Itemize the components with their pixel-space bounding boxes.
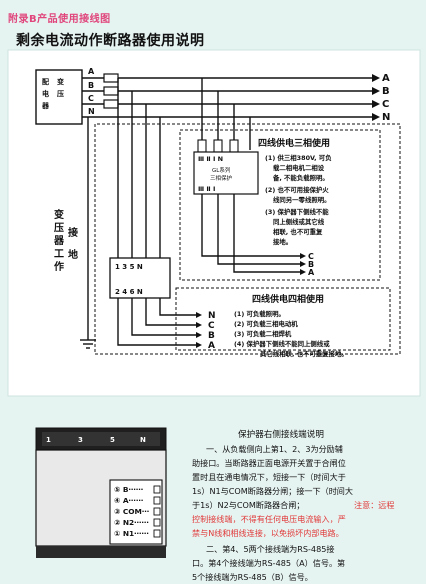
three-phase-note-3: 备, 不能负载照明。	[272, 173, 329, 182]
ground-char-1: 接	[68, 226, 78, 239]
phase-left-c: C	[88, 94, 94, 103]
three-phase-output-arrows	[300, 253, 306, 275]
desc-line-3: 置时且在通电情况下，短接一下（时间大于	[192, 472, 346, 482]
breaker-bottom-terminals: 2 4 6 N	[115, 288, 143, 296]
desc-title: 保护器右侧接线端说明	[238, 428, 324, 440]
three-phase-note-6: (3) 保护器下侧线不能	[265, 207, 329, 216]
phase-right-b: B	[382, 86, 390, 97]
four-wire-out-c: C	[208, 321, 215, 331]
three-phase-note-9: 接地。	[273, 237, 292, 246]
three-phase-module	[193, 151, 259, 195]
phase-right-a: A	[382, 73, 390, 84]
desc-line-6: 二、第4、5两个接线端为RS-485接	[206, 544, 334, 554]
desc-warning-lead: 注意：远程	[354, 500, 394, 510]
breaker-drops	[117, 78, 161, 260]
desc-line-7: 口。第4个接线端为RS-485（A）信号。第	[192, 558, 345, 568]
breaker-box	[109, 257, 171, 299]
transformer-char-4: 电	[42, 89, 49, 98]
transformer-char-5: 器	[41, 101, 50, 110]
terminal-5-label: ⑤ B⋯⋯	[114, 485, 143, 494]
desc-line-4: 1s）N1与COM断路器分闸；接一下（时间大	[192, 486, 353, 496]
device-number-n: N	[140, 436, 146, 444]
module-series: GL系列	[212, 166, 231, 174]
module-top-terminals: Ⅲ Ⅱ Ⅰ N	[198, 155, 223, 163]
breaker-top-terminals: 1 3 5 N	[115, 263, 143, 271]
desc-line-2: 助接口。当断路器正面电源开关置于合闸位	[192, 458, 346, 468]
four-wire-output-arrows	[196, 312, 202, 348]
phase-left-n: N	[88, 107, 95, 116]
terminal-4-label: ④ A⋯⋯	[114, 496, 143, 505]
four-wire-note-3: (3) 可负载二相焊机	[234, 329, 292, 338]
three-phase-note-5: 线同另一零线照明。	[273, 195, 331, 204]
transformer-char-2: 变	[57, 77, 64, 86]
module-type: 三相保护	[210, 174, 233, 182]
three-phase-note-8: 相联, 也不可重复	[273, 227, 323, 236]
main-bus	[82, 77, 372, 118]
three-phase-note-7: 同上侧线或其它线	[273, 217, 325, 226]
four-wire-out-a: A	[208, 341, 215, 351]
device-number-1: 1	[46, 436, 51, 444]
three-phase-out-c: C	[308, 252, 314, 261]
terminal-3-label: ③ COM⋯	[114, 507, 149, 516]
three-phase-output-lines	[201, 194, 300, 273]
terminal-1-label: ① N1⋯⋯	[114, 529, 149, 538]
desc-line-8: 5个接线端为RS-485（B）信号。	[192, 572, 313, 582]
dashed-frames	[94, 123, 401, 355]
transformer-box	[35, 69, 83, 125]
module-bottom-terminals: Ⅲ Ⅱ Ⅰ	[198, 185, 215, 193]
phase-right-c: C	[382, 99, 389, 110]
phase-left-a: A	[88, 67, 95, 76]
four-wire-note-1: (1) 可负载照明。	[234, 309, 285, 318]
four-wire-out-b: B	[208, 331, 215, 341]
breaker-device	[35, 427, 167, 558]
four-wire-note-2: (2) 可负载三相电动机	[234, 319, 298, 328]
three-phase-note-1: (1) 供三相380V, 可负	[265, 153, 332, 162]
three-phase-title: 四线供电三相使用	[258, 137, 330, 149]
fuses	[103, 73, 119, 109]
left-label-char-3: 器	[53, 235, 65, 247]
four-wire-note-5: 其它线相联, 也不可重复接地。	[260, 349, 348, 358]
three-phase-out-a: A	[308, 268, 315, 277]
desc-body: 一、从负载侧向上第1、2、3为分励辅 助接口。当断路器正面电源开关置于合闸位 置…	[192, 444, 394, 582]
four-wire-note-4: (4) 保护器下侧线不能同上侧线或	[234, 339, 330, 348]
three-phase-out-b: B	[308, 260, 314, 269]
three-phase-note-2: 载二相电机二相设	[273, 163, 325, 172]
appendix-header: 附录B产品使用接线图	[8, 14, 111, 25]
device-terminal-labels: ⑤ B⋯⋯ ④ A⋯⋯ ③ COM⋯ ② N2⋯⋯ ① N1⋯⋯	[114, 485, 149, 538]
page-title: 剩余电流动作断路器使用说明	[16, 33, 205, 49]
bus-arrows	[372, 74, 380, 121]
four-wire-title: 四线供电四相使用	[252, 293, 324, 305]
left-label-char-4: 工	[54, 249, 64, 260]
phase-right-n: N	[382, 112, 390, 123]
desc-line-1: 一、从负载侧向上第1、2、3为分励辅	[206, 444, 343, 454]
desc-line-5: 于1s）N2与COM断路器合闸；	[192, 500, 304, 510]
ground-symbol	[80, 117, 96, 349]
transformer-char-1: 配	[42, 77, 49, 86]
three-phase-note-4: (2) 也不可用接保护火	[265, 185, 329, 194]
left-label-char-5: 作	[54, 260, 64, 273]
three-phase-fuses	[197, 139, 239, 153]
four-wire-out-n: N	[208, 311, 216, 321]
desc-warning-line-1: 控制接线端，不得有任何电压电流输入，严	[192, 514, 346, 524]
terminal-2-label: ② N2⋯⋯	[114, 518, 149, 527]
four-wire-notes: (1) 可负载照明。 (2) 可负载三相电动机 (3) 可负载二相焊机 (4) …	[234, 309, 348, 358]
three-phase-notes: (1) 供三相380V, 可负 载二相电机二相设 备, 不能负载照明。 (2) …	[265, 153, 332, 246]
device-number-5: 5	[110, 436, 115, 444]
left-label-char-1: 变	[54, 208, 64, 221]
transformer-char-3: 压	[57, 89, 64, 98]
left-label-char-2: 压	[54, 222, 64, 234]
phase-left-b: B	[88, 81, 94, 90]
ground-char-2: 地	[68, 248, 78, 261]
desc-warning-line-2: 禁与N线和相线连接，以免损坏内部电路。	[192, 528, 344, 538]
four-wire-output-lines	[117, 298, 196, 346]
device-number-3: 3	[78, 436, 83, 444]
